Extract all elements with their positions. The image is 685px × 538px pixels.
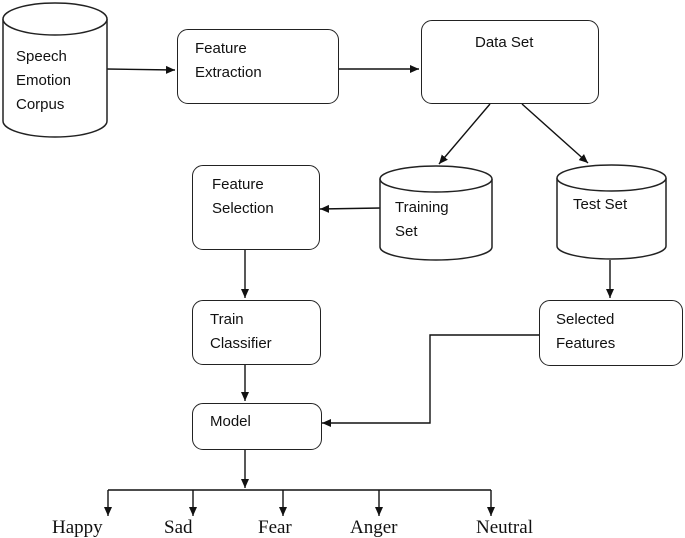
model-node xyxy=(192,403,322,450)
output-sad: Sad xyxy=(164,517,193,538)
train-classifier-label: Train Classifier xyxy=(210,311,272,352)
corpus-cylinder xyxy=(2,2,108,138)
corpus-label: Speech Emotion Corpus xyxy=(16,48,72,113)
train-classifier-node xyxy=(192,300,321,365)
test-set-label: Test Set xyxy=(573,196,628,213)
output-fear: Fear xyxy=(258,517,292,538)
output-neutral: Neutral xyxy=(476,517,533,538)
edge-data-set-to-training-set xyxy=(438,103,491,165)
data-set-label: Data Set xyxy=(475,34,534,51)
edge-training-set-to-feature-selection xyxy=(319,204,382,213)
selected-features-label: Selected Features xyxy=(556,311,616,352)
training-set-cylinder xyxy=(379,165,493,261)
training-set-label: Training Set xyxy=(395,199,449,240)
output-anger: Anger xyxy=(350,517,398,538)
edge-selected-features-to-model xyxy=(322,334,539,427)
output-happy: Happy xyxy=(52,517,103,538)
feature-extraction-node xyxy=(177,29,339,104)
feature-selection-label: Feature Selection xyxy=(212,176,274,217)
feature-extraction-label: Feature Extraction xyxy=(195,40,262,81)
test-set-cylinder xyxy=(556,164,667,260)
edge-corpus-to-feature-extraction xyxy=(105,65,176,74)
selected-features-node xyxy=(539,300,683,366)
data-set-node xyxy=(421,20,599,104)
feature-selection-node xyxy=(192,165,320,250)
edge-data-set-to-test-set xyxy=(521,103,589,164)
model-label: Model xyxy=(210,413,251,430)
